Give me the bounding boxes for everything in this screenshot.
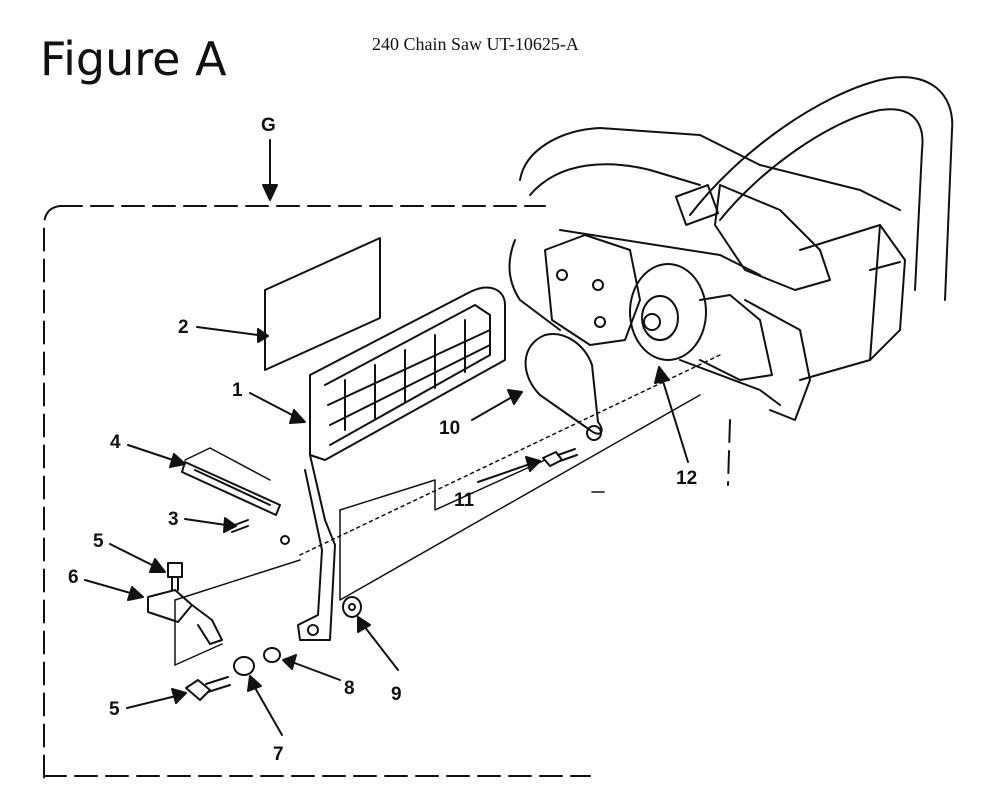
- part-11-screw: [542, 448, 578, 467]
- callout-5-lower: 5: [109, 699, 120, 720]
- part-5-bolt-lower: [185, 676, 231, 701]
- callout-9: 9: [391, 684, 402, 705]
- callout-11: 11: [454, 490, 475, 511]
- leader-arrows: [84, 326, 689, 736]
- callout-2: 2: [178, 317, 189, 338]
- part-5-bolt-upper: [167, 562, 183, 591]
- alignment-lines: [174, 354, 721, 666]
- callout-6: 6: [68, 567, 79, 588]
- chain-saw-body: [508, 76, 954, 421]
- assembly-boundary: [43, 205, 731, 781]
- view-marker-g: G: [261, 115, 276, 136]
- callout-7: 7: [273, 744, 284, 765]
- callout-8: 8: [344, 678, 355, 699]
- part-4-rail: [181, 461, 281, 516]
- view-g-arrow: [262, 139, 278, 201]
- part-8-washer: [263, 647, 281, 663]
- callout-5-upper: 5: [93, 531, 104, 552]
- callout-12: 12: [676, 468, 698, 489]
- document-title: 240 Chain Saw UT-10625-A: [372, 34, 579, 54]
- figure-label: Figure A: [40, 32, 227, 86]
- part-2-plate: [264, 237, 381, 371]
- callout-10: 10: [439, 418, 461, 439]
- callout-1: 1: [232, 380, 243, 401]
- callout-4: 4: [110, 432, 121, 453]
- part-7-nut: [233, 656, 255, 676]
- part-1-chain-cover: [280, 286, 506, 641]
- part-10-loop: [524, 333, 603, 441]
- part-9-washer: [342, 596, 362, 618]
- callout-3: 3: [168, 509, 179, 530]
- part-6-bracket: [147, 589, 223, 645]
